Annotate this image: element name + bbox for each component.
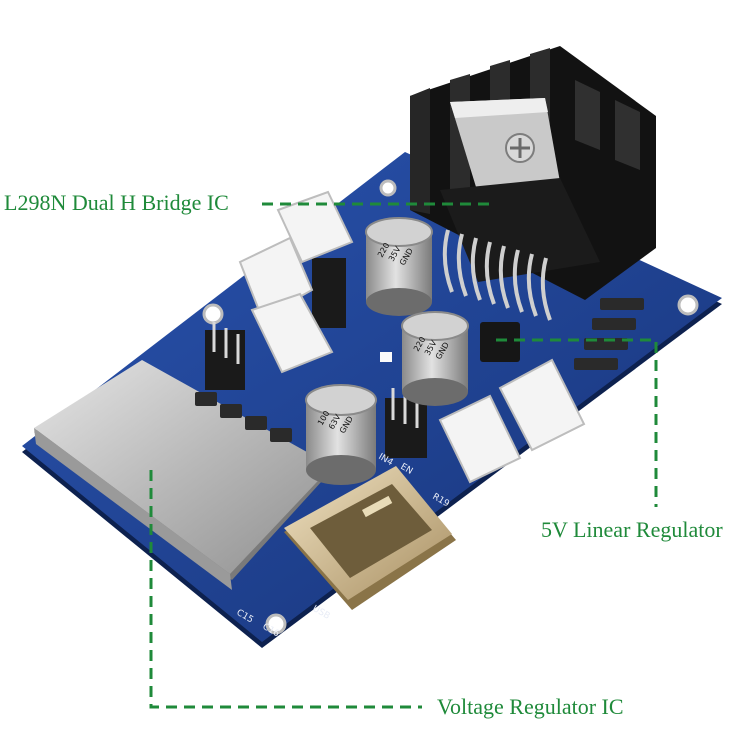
silk-usb: USB: [311, 604, 332, 622]
label-5v-linear-regulator: 5V Linear Regulator: [541, 517, 723, 542]
voltage-regulator-module: [34, 360, 332, 590]
label-voltage-regulator-ic: Voltage Regulator IC: [437, 694, 624, 719]
label-l298n-dual-h-bridge-ic: L298N Dual H Bridge IC: [4, 190, 229, 215]
leader-lines: [149, 202, 658, 709]
status-led: [380, 352, 392, 362]
leader-line-5v-regulator: [496, 338, 658, 507]
mounting-hole: [265, 613, 287, 635]
leader-line-voltage-regulator: [149, 470, 422, 709]
pin-header: [205, 258, 427, 458]
jst-connectors: [238, 190, 586, 484]
heatsink: [410, 46, 656, 300]
usb-port: [284, 466, 456, 610]
mounting-hole: [379, 179, 397, 197]
l298n-pins: [442, 229, 552, 321]
mounting-hole: [677, 294, 699, 316]
mounting-hole: [202, 303, 224, 325]
smd-components: [195, 298, 644, 442]
